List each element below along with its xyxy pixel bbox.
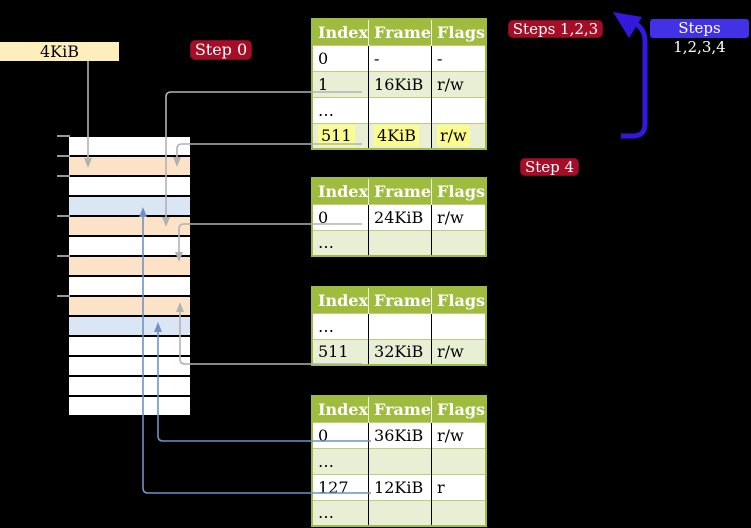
page-table-2: Index Frame Flags 0 24KiB r/w … [311,177,488,257]
cell: 32KiB [374,342,424,362]
table-header-row: Index Frame Flags [312,396,487,422]
arrowhead-up-left-icon [613,12,642,38]
table-header-row: Index Frame Flags [312,19,487,45]
cell: r/w [437,425,464,445]
col-flags: Flags [431,396,487,422]
cell: … [318,233,334,253]
cell: r/w [437,74,464,94]
table-row-highlighted: 511 4KiB r/w [312,122,487,149]
memory-frame-row [69,175,190,195]
table-row: 0 24KiB r/w [312,203,487,230]
loop-arrow-shaft [621,20,648,139]
cell: 511 [318,125,355,147]
col-flags: Flags [431,178,487,204]
col-frame: Frame [368,396,433,422]
table-row: 1 16KiB r/w [312,70,487,97]
cell: … [318,503,334,523]
step-4-label: Step 4 [520,158,579,176]
steps-123-label: Steps 1,2,3 [508,20,603,38]
cell: … [318,316,334,336]
col-frame: Frame [368,287,433,313]
memory-frame-row [69,375,190,395]
col-flags: Flags [431,19,487,45]
cell: 511 [318,342,349,362]
table-header-row: Index Frame Flags [312,178,487,204]
memory-frame-row [69,135,190,155]
cell: 16KiB [374,74,424,94]
cell: 36KiB [374,425,424,445]
cell: 0 [318,425,329,445]
memory-frame-row [69,295,190,315]
memory-frame-row [69,275,190,295]
cell: r/w [437,207,464,227]
memory-frame-row [69,215,190,235]
cell: 127 [318,477,349,497]
table-row: 511 32KiB r/w [312,338,487,365]
col-index: Index [312,178,370,204]
memory-frame-row [69,195,190,215]
page-table-3: Index Frame Flags … 511 32KiB r/w [311,286,488,366]
table-header-row: Index Frame Flags [312,287,487,313]
cell: … [318,100,334,120]
table-row: … [312,499,487,526]
page-table-4: Index Frame Flags 0 36KiB r/w … 127 12Ki… [311,395,488,527]
col-frame: Frame [368,19,433,45]
memory-frame-row [69,155,190,175]
col-index: Index [312,287,370,313]
page-table-1: Index Frame Flags 0 - - 1 16KiB r/w … 51… [311,18,488,150]
cell: 4KiB [374,125,420,147]
table-row: 0 - - [312,44,487,71]
cell: - [374,48,380,68]
physical-memory-strip [69,135,190,417]
table-row: 127 12KiB r [312,473,487,500]
col-flags: Flags [431,287,487,313]
memory-frame-row [69,255,190,275]
steps-1234-label: Steps 1,2,3,4 [650,19,749,56]
cell: r/w [437,125,470,147]
col-index: Index [312,396,370,422]
cell: 0 [318,48,329,68]
memory-frame-row [69,335,190,355]
cell: r/w [437,342,464,362]
memory-frame-row [69,235,190,255]
table-row: … [312,312,487,339]
steps-loop-arrow [613,12,648,139]
cell: 1 [318,74,329,94]
col-index: Index [312,19,370,45]
col-frame: Frame [368,178,433,204]
table-row: … [312,447,487,474]
cell: 0 [318,207,329,227]
table-row: … [312,96,487,123]
frame-size-label: 4KiB [0,42,119,61]
memory-frame-row [69,355,190,375]
memory-frame-row [69,395,190,415]
step-0-label: Step 0 [190,40,252,60]
table-row: … [312,229,487,256]
cell: - [437,48,443,68]
cell: 24KiB [374,207,424,227]
cell: 12KiB [374,477,424,497]
table-row: 0 36KiB r/w [312,421,487,448]
cell: r [437,477,445,497]
memory-frame-row [69,315,190,335]
cell: … [318,451,334,471]
